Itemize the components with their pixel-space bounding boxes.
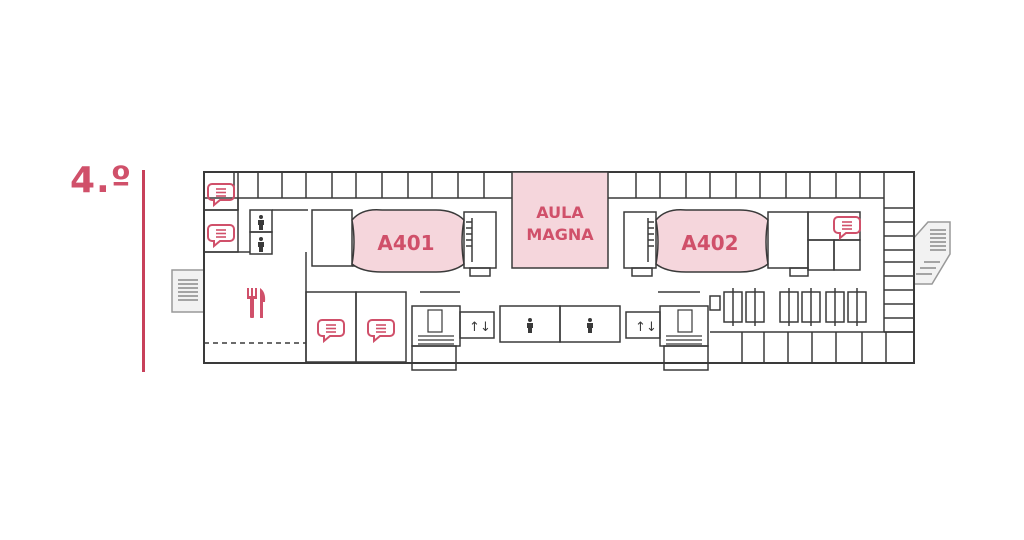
svg-text:↓: ↓	[646, 320, 657, 335]
room-aula-magna[interactable]	[511, 171, 609, 269]
top-rooms	[204, 172, 885, 199]
rooms-right-of-a402	[767, 211, 861, 277]
cutlery-icon	[247, 288, 266, 318]
room-a401-label: A401	[377, 231, 434, 255]
stairwell-left	[418, 309, 454, 345]
stairwell-right	[666, 309, 702, 345]
bottom-right-rooms	[710, 331, 914, 363]
room-aula-magna-label-2: MAGNA	[526, 225, 594, 244]
left-block	[203, 171, 407, 363]
floor-label: 4.º	[70, 160, 133, 201]
stair-annex-right	[911, 221, 951, 285]
room-a402-label: A402	[681, 231, 738, 255]
floor-divider	[142, 170, 145, 372]
svg-text:↑: ↑	[469, 320, 480, 335]
svg-text:↑: ↑	[635, 320, 646, 335]
room-aula-magna-label-1: AULA	[536, 203, 584, 222]
svg-text:↓: ↓	[480, 320, 491, 335]
stairs-a401	[463, 211, 497, 277]
tables-area	[709, 288, 867, 326]
stair-annex-left	[171, 269, 205, 313]
elevator-icon: ↑ ↓	[635, 320, 657, 335]
stairs-a402	[623, 211, 657, 277]
elevator-icon: ↑ ↓	[469, 320, 491, 335]
central-core	[411, 305, 709, 371]
